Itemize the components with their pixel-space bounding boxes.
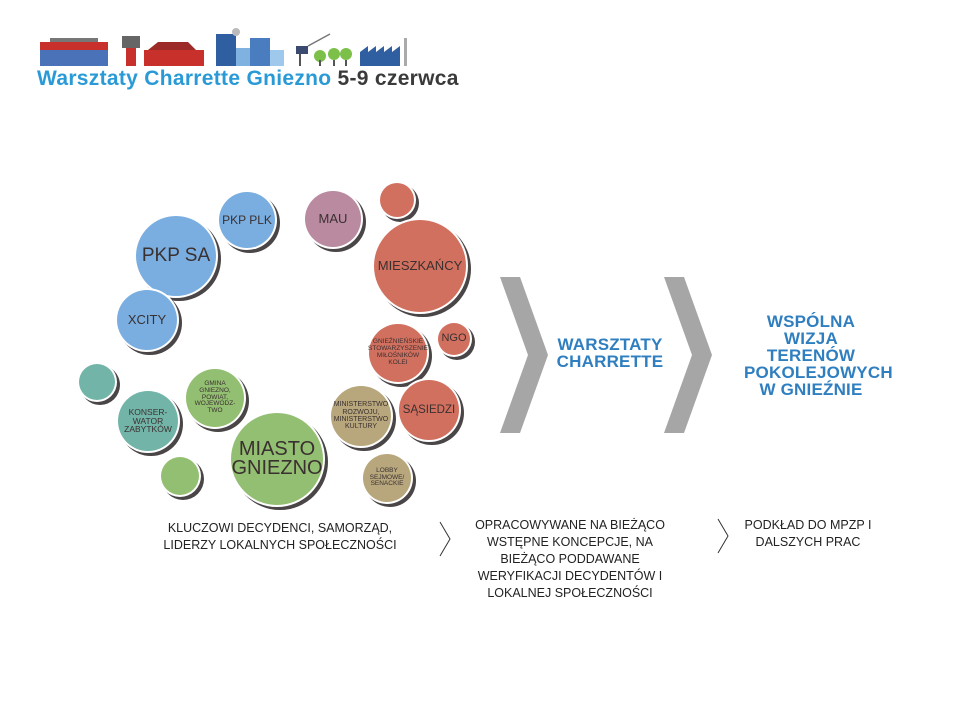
caption-vision: PODKŁAD DO MPZP I DALSZYCH PRAC xyxy=(744,518,872,549)
crane-icon xyxy=(296,33,331,66)
bubble-gmina: GMINA GNIEZNO, POWIAT, WOJEWÓDZ- TWO xyxy=(186,369,244,427)
bubble-pkp-sa: PKP SA xyxy=(136,216,216,296)
bubble-ministerstwo: MINISTERSTWO ROZWOJU, MINISTERSTWO KULTU… xyxy=(331,386,391,446)
railway-hall-icon xyxy=(40,38,108,66)
bubble-label: MAU xyxy=(318,211,348,227)
bubble-label: KONSER- WATOR ZABYTKÓW xyxy=(124,406,172,435)
water-tower-icon xyxy=(122,36,140,66)
bubble-mieszkancy: MIESZKAŃCY xyxy=(374,220,466,312)
event-title-dates: 5-9 czerwca xyxy=(337,67,459,90)
event-title-name: Warsztaty Charrette Gniezno xyxy=(37,67,332,90)
stage-workshops: WARSZTATY CHARRETTE xyxy=(556,335,664,371)
chevron-thin-right-icon xyxy=(439,521,451,557)
chevron-right-icon xyxy=(664,277,712,433)
bubble-label: MINISTERSTWO ROZWOJU, MINISTERSTWO KULTU… xyxy=(333,401,389,431)
factory-icon xyxy=(360,38,407,66)
bubble-lobby: LOBBY SEJMOWE/ SENACKIE xyxy=(363,454,411,502)
caption-stakeholders: KLUCZOWI DECYDENCI, SAMORZĄD, LIDERZY LO… xyxy=(163,521,397,552)
bubble-label: LOBBY SEJMOWE/ SENACKIE xyxy=(369,466,405,488)
bubble-label: PKP PLK xyxy=(222,212,272,227)
bubble-sasiedzi: SĄSIEDZI xyxy=(399,380,459,440)
bubble-mau: MAU xyxy=(305,191,361,247)
bubble-label: XCITY xyxy=(127,312,167,328)
bubble-pkp-plk: PKP PLK xyxy=(219,192,275,248)
bubble-konserwator: KONSER- WATOR ZABYTKÓW xyxy=(118,391,178,451)
bubble-label: SĄSIEDZI xyxy=(402,403,456,416)
bubble-label: GMINA GNIEZNO, POWIAT, WOJEWÓDZ- TWO xyxy=(194,379,236,415)
event-title: Warsztaty Charrette Gniezno 5-9 czerwca xyxy=(37,67,459,91)
bubble-small-green xyxy=(161,457,199,495)
trees-icon xyxy=(314,48,352,66)
bubble-xcity: XCITY xyxy=(117,290,177,350)
city-blocks-icon xyxy=(216,28,284,66)
stage-vision: WSPÓLNA WIZJA TERENÓW POKOLEJOWYCH W GNI… xyxy=(744,312,893,399)
bubble-label: MIESZKAŃCY xyxy=(377,258,463,274)
bubble-label: GNIEŹNIEŃSKIE STOWARZYSZENIE MIŁOŚNIKÓW … xyxy=(368,338,428,366)
bubble-ngo: NGO xyxy=(438,323,470,355)
chevron-right-icon xyxy=(500,277,548,433)
logo-skyline-icon xyxy=(40,28,407,66)
chevron-thin-right-icon xyxy=(717,518,729,554)
bubble-stowarzyszenie: GNIEŹNIEŃSKIE STOWARZYSZENIE MIŁOŚNIKÓW … xyxy=(368,324,428,382)
bubble-label: PKP SA xyxy=(141,245,211,267)
caption-workshops: OPRACOWYWANE NA BIEŻĄCO WSTĘPNE KONCEPCJ… xyxy=(475,518,665,600)
bubble-miasto-gniezno: MIASTO GNIEZNO xyxy=(231,413,323,505)
bubble-label: NGO xyxy=(441,332,467,345)
station-building-icon xyxy=(144,42,204,66)
bubble-label: MIASTO GNIEZNO xyxy=(231,438,323,479)
bubble-small-teal xyxy=(79,364,115,400)
bubble-small-red xyxy=(380,183,414,217)
